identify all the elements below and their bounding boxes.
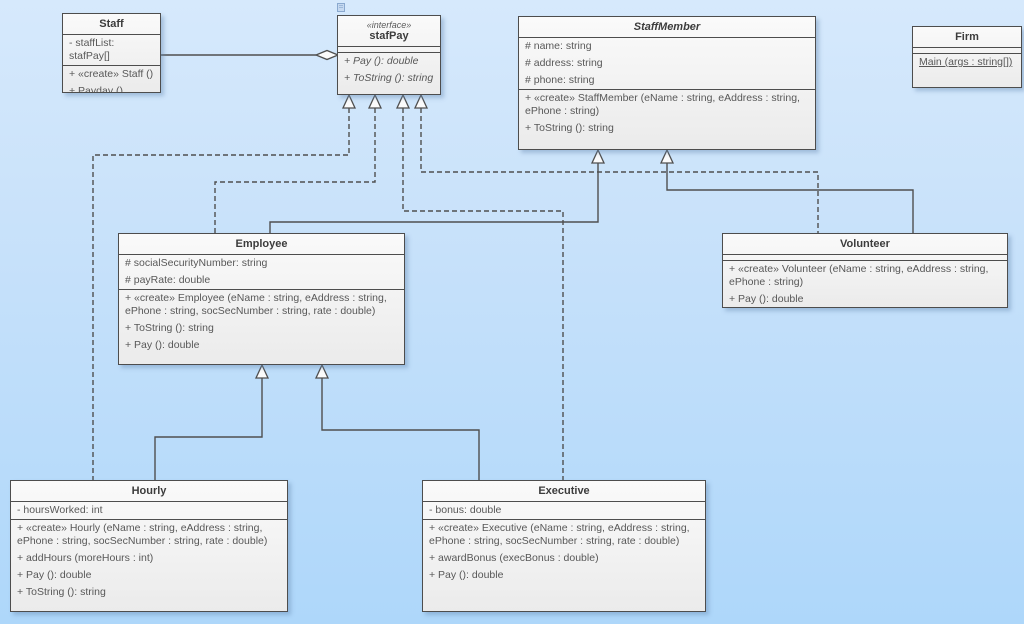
method: + «create» Staff () <box>69 68 154 80</box>
generalization-volunteer-staffmember[interactable] <box>659 148 914 233</box>
attributes-compartment <box>723 255 1007 261</box>
method: + ToString (): string <box>125 322 214 334</box>
methods-compartment: + «create» Hourly (eName : string, eAddr… <box>11 520 287 601</box>
attribute: # phone: string <box>525 74 595 86</box>
methods-compartment: + «create» Executive (eName : string, eA… <box>423 520 705 584</box>
class-name: Employee <box>235 238 288 250</box>
class-title: Executive <box>423 481 705 502</box>
generalization-employee-staffmember[interactable] <box>269 148 606 233</box>
attributes-compartment: # socialSecurityNumber: string # payRate… <box>119 255 404 290</box>
attributes-compartment <box>338 47 440 53</box>
class-hourly[interactable]: Hourly - hoursWorked: int + «create» Hou… <box>10 480 288 612</box>
method: + «create» StaffMember (eName : string, … <box>525 92 800 117</box>
class-name: stafPay <box>369 30 409 42</box>
class-title: Hourly <box>11 481 287 502</box>
realization-employee-stafpay[interactable] <box>214 93 383 233</box>
class-title: Volunteer <box>723 234 1007 255</box>
method: + awardBonus (execBonus : double) <box>429 552 599 564</box>
attributes-compartment: - staffList: stafPay[] <box>63 35 160 66</box>
aggregation-staff-stafpay[interactable] <box>161 49 340 61</box>
method: + ToString (): string <box>17 586 106 598</box>
method: + «create» Hourly (eName : string, eAddr… <box>17 522 268 547</box>
triangle-arrow-icon <box>341 93 357 109</box>
generalization-hourly-employee[interactable] <box>154 363 270 480</box>
triangle-arrow-icon <box>395 93 411 109</box>
methods-compartment: + «create» StaffMember (eName : string, … <box>519 90 815 137</box>
method: + Pay (): double <box>125 339 200 351</box>
class-staff[interactable]: Staff - staffList: stafPay[] + «create» … <box>62 13 161 93</box>
class-title: StaffMember <box>519 17 815 38</box>
stereotype-label: «interface» <box>366 20 412 30</box>
aggregation-diamond-icon <box>314 49 340 61</box>
method: + ToString (): string <box>344 72 434 84</box>
triangle-arrow-icon <box>254 363 270 379</box>
method: + addHours (moreHours : int) <box>17 552 154 564</box>
methods-compartment: + Pay (): double + ToString (): string <box>338 53 440 87</box>
methods-compartment: + «create» Employee (eName : string, eAd… <box>119 290 404 354</box>
generalization-executive-employee[interactable] <box>314 363 480 480</box>
method: + ToString (): string <box>525 122 614 134</box>
generalization-line[interactable] <box>269 163 599 233</box>
attributes-compartment <box>913 48 1021 54</box>
class-title: Employee <box>119 234 404 255</box>
method: + «create» Executive (eName : string, eA… <box>429 522 690 547</box>
class-firm[interactable]: Firm Main (args : string[]) <box>912 26 1022 88</box>
attributes-compartment: # name: string # address: string # phone… <box>519 38 815 90</box>
class-title: Firm <box>913 27 1021 48</box>
method: + Pay (): double <box>429 569 504 581</box>
class-name: Volunteer <box>840 238 890 250</box>
attribute: # address: string <box>525 57 603 69</box>
class-staffmember[interactable]: StaffMember # name: string # address: st… <box>518 16 816 150</box>
realization-line[interactable] <box>420 108 819 233</box>
triangle-arrow-icon <box>590 148 606 164</box>
note-icon <box>337 3 345 12</box>
realization-executive-stafpay[interactable] <box>395 93 564 480</box>
method: + Pay (): double <box>17 569 92 581</box>
methods-compartment: + «create» Volunteer (eName : string, eA… <box>723 261 1007 307</box>
class-executive[interactable]: Executive - bonus: double + «create» Exe… <box>422 480 706 612</box>
interface-stafpay[interactable]: «interface» stafPay + Pay (): double + T… <box>337 15 441 95</box>
realization-line[interactable] <box>92 108 350 480</box>
attributes-compartment: - bonus: double <box>423 502 705 520</box>
realization-hourly-stafpay[interactable] <box>92 93 357 480</box>
class-name: Firm <box>955 31 979 43</box>
triangle-arrow-icon <box>413 93 429 109</box>
realization-line[interactable] <box>214 108 376 233</box>
generalization-line[interactable] <box>154 378 263 480</box>
method: + «create» Volunteer (eName : string, eA… <box>729 263 989 288</box>
method: + «create» Employee (eName : string, eAd… <box>125 292 387 317</box>
attribute: # name: string <box>525 40 592 52</box>
method: + Pay (): double <box>344 55 419 67</box>
class-name: Executive <box>538 485 590 497</box>
attribute: - hoursWorked: int <box>17 504 103 516</box>
class-employee[interactable]: Employee # socialSecurityNumber: string … <box>118 233 405 365</box>
attribute: - bonus: double <box>429 504 502 516</box>
triangle-arrow-icon <box>659 148 675 164</box>
methods-compartment: + «create» Staff () + Payday () <box>63 66 160 93</box>
method: + Payday () <box>69 85 123 93</box>
class-title: Staff <box>63 14 160 35</box>
method: Main (args : string[]) <box>919 56 1013 68</box>
realization-line[interactable] <box>402 108 564 480</box>
methods-compartment: Main (args : string[]) <box>913 54 1021 71</box>
realization-volunteer-stafpay[interactable] <box>413 93 819 233</box>
attribute: # socialSecurityNumber: string <box>125 257 268 269</box>
generalization-line[interactable] <box>666 163 914 233</box>
generalization-line[interactable] <box>321 378 480 480</box>
class-name: Hourly <box>131 485 167 497</box>
class-name: Staff <box>99 18 124 30</box>
attributes-compartment: - hoursWorked: int <box>11 502 287 520</box>
triangle-arrow-icon <box>367 93 383 109</box>
class-name: StaffMember <box>633 21 701 33</box>
attribute: # payRate: double <box>125 274 211 286</box>
attribute: - staffList: stafPay[] <box>69 37 115 62</box>
triangle-arrow-icon <box>314 363 330 379</box>
method: + Pay (): double <box>729 293 804 305</box>
class-title: «interface» stafPay <box>338 16 440 47</box>
class-volunteer[interactable]: Volunteer + «create» Volunteer (eName : … <box>722 233 1008 308</box>
